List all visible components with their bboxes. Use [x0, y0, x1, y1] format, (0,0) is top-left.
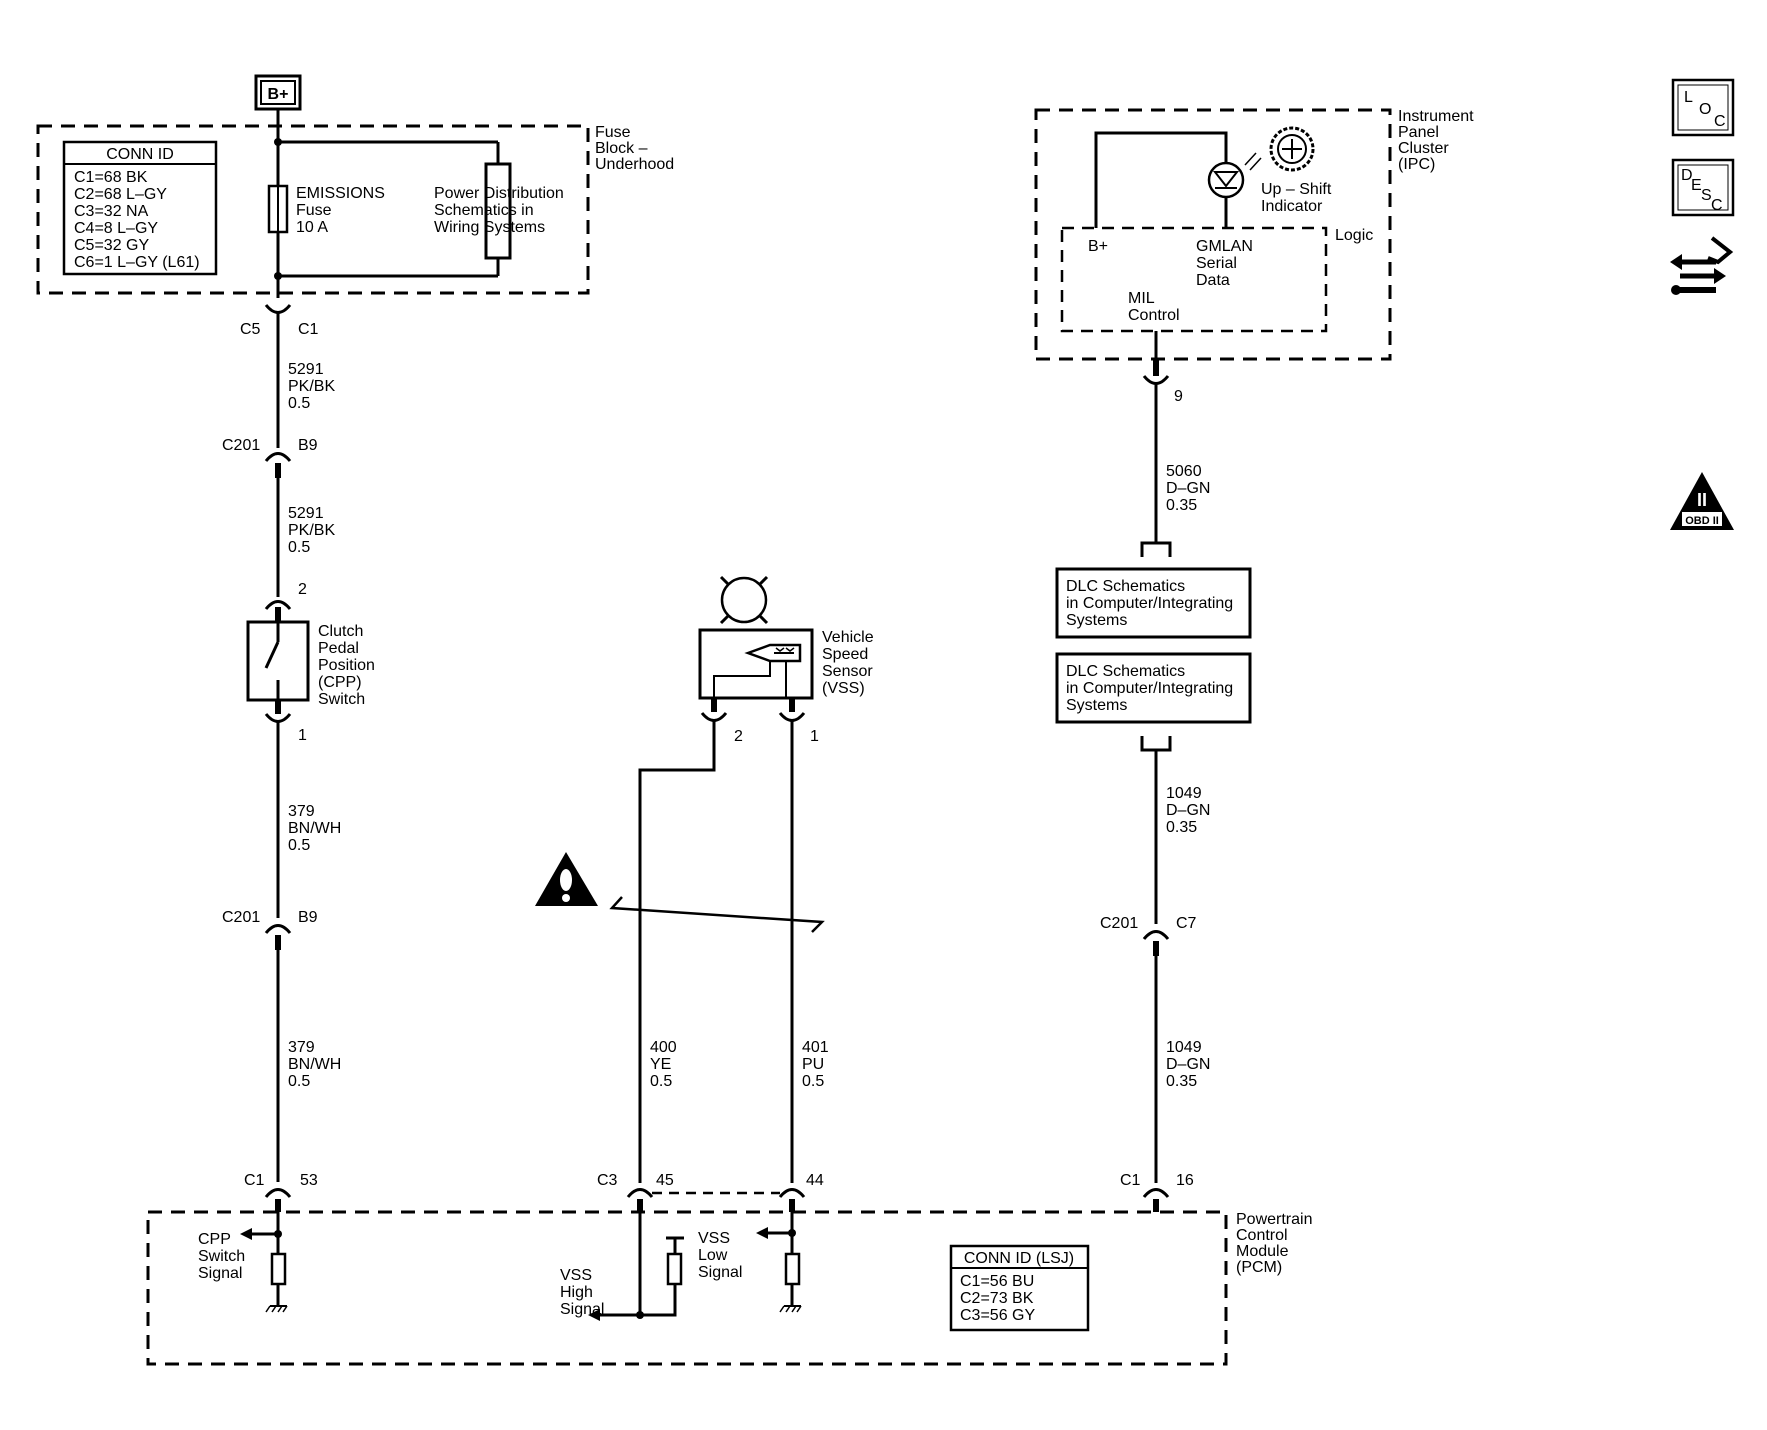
vehicle-speed-sensor: Vehicle Speed Sensor (VSS): [698, 628, 878, 700]
vss-label: Vehicle Speed Sensor (VSS): [822, 629, 878, 697]
svg-text:53: 53: [300, 1172, 318, 1189]
svg-text:44: 44: [806, 1172, 824, 1189]
vss-low-signal-input: VSS Low Signal: [698, 1212, 802, 1313]
powertrain-control-module: Powertrain Control Module (PCM) CPP Swit…: [146, 1210, 1317, 1366]
vss-low-signal-label: VSS Low Signal: [698, 1230, 742, 1281]
svg-text:DLC Schematics in Comp: DLC Schematics in Computer/Integrating S…: [1066, 578, 1238, 629]
description-view-icon[interactable]: D E S C: [1671, 158, 1735, 217]
wire-1049-lower-label: 1049 D–GN 0.35: [1166, 1039, 1215, 1090]
dlc-reference-upper: DLC Schematics in Computer/Integrating S…: [1055, 567, 1252, 639]
obd-ii-icon[interactable]: II OBD II: [1670, 472, 1734, 530]
vss-high-signal-input: VSS High Signal: [560, 1212, 684, 1321]
twisted-pair-indicator: [609, 896, 825, 933]
up-shift-indicator-label: Up – Shift Indicator: [1261, 181, 1336, 215]
fuse-block-conn-id-table: CONN ID C1=68 BK C2=68 L–GY C3=32 NA C4=…: [62, 140, 218, 276]
svg-text:C1: C1: [1120, 1172, 1141, 1189]
power-distribution-reference: Power Distribution Schematics in Wiring …: [434, 142, 568, 276]
fuse-block-underhood: Fuse Block – Underhood CONN ID C1=68 BK …: [36, 109, 674, 298]
svg-text:E: E: [1691, 177, 1702, 194]
cpp-switch-signal-input: CPP Switch Signal: [198, 1212, 288, 1313]
ipc-title: Instrument Panel Cluster (IPC): [1398, 108, 1478, 173]
emissions-fuse: EMISSIONS Fuse 10 A: [267, 184, 389, 236]
gmlan-serial-data-label: GMLAN Serial Data: [1196, 238, 1257, 289]
vss-circuit: Vehicle Speed Sensor (VSS) 2 1 400 YE 0.…: [535, 575, 878, 1212]
bplus-label: B+: [268, 86, 289, 103]
svg-text:O: O: [1699, 101, 1711, 118]
service-engine-icon: [1269, 126, 1315, 172]
wire-400-label: 400 YE 0.5: [650, 1039, 681, 1090]
fuse-block-title: Fuse Block – Underhood: [595, 124, 674, 173]
power-distribution-label: Power Distribution Schematics in Wiring …: [434, 185, 568, 236]
svg-text:C: C: [1711, 197, 1723, 214]
svg-text:2: 2: [734, 728, 743, 745]
svg-text:B9: B9: [298, 909, 318, 926]
component-location-icon: [719, 575, 769, 625]
svg-text:C: C: [1714, 113, 1726, 130]
wire-379-upper-label: 379 BN/WH 0.5: [288, 803, 346, 854]
svg-text:C201: C201: [222, 437, 260, 454]
svg-text:C5: C5: [240, 321, 261, 338]
cpp-circuit: C5 C1 5291 PK/BK 0.5 C201 B9 5291 PK/BK …: [222, 304, 379, 1212]
wire-5291-lower-label: 5291 PK/BK 0.5: [288, 505, 340, 556]
emissions-fuse-label: EMISSIONS Fuse 10 A: [296, 185, 389, 236]
svg-text:B9: B9: [298, 437, 318, 454]
pcm-conn-id-table: CONN ID (LSJ) C1=56 BU C2=73 BK C3=56 GY: [949, 1244, 1090, 1332]
svg-text:S: S: [1701, 187, 1712, 204]
svg-text:9: 9: [1174, 388, 1183, 405]
svg-text:C7: C7: [1176, 915, 1197, 932]
connector-c201-b9-upper: [264, 452, 292, 462]
location-view-icon[interactable]: L O C: [1671, 78, 1735, 137]
svg-text:DLC Schematics in Comp: DLC Schematics in Computer/Integrating S…: [1066, 663, 1238, 714]
svg-text:45: 45: [656, 1172, 674, 1189]
wire-1049-upper-label: 1049 D–GN 0.35: [1166, 785, 1215, 836]
pcm-conn-ids: C1=56 BU C2=73 BK C3=56 GY: [960, 1273, 1039, 1324]
clutch-pedal-position-switch: Clutch Pedal Position (CPP) Switch: [246, 620, 379, 708]
pcm-title: Powertrain Control Module (PCM): [1236, 1211, 1317, 1276]
gmlan-circuit: 9 5060 D–GN 0.35 DLC Schematics in Compu…: [1055, 331, 1252, 1212]
instrument-panel-cluster: Instrument Panel Cluster (IPC) Up – Shif…: [1034, 108, 1478, 361]
svg-text:C201: C201: [222, 909, 260, 926]
svg-text:II: II: [1697, 490, 1707, 510]
mil-control-label: MIL Control: [1128, 290, 1180, 324]
connector-c5-c1: [264, 304, 292, 314]
svg-text:C3: C3: [597, 1172, 618, 1189]
fuse-block-conn-ids: C1=68 BK C2=68 L–GY C3=32 NA C4=8 L–GY C…: [74, 169, 200, 271]
svg-text:B+: B+: [1088, 238, 1108, 255]
wire-5060-label: 5060 D–GN 0.35: [1166, 463, 1215, 514]
svg-text:C201: C201: [1100, 915, 1138, 932]
svg-text:1: 1: [810, 728, 819, 745]
svg-text:C1: C1: [298, 321, 319, 338]
wire-5291-upper-label: 5291 PK/BK 0.5: [288, 361, 340, 412]
wire-379-lower-label: 379 BN/WH 0.5: [288, 1039, 346, 1090]
svg-text:16: 16: [1176, 1172, 1194, 1189]
svg-text:C1: C1: [244, 1172, 265, 1189]
wire-401-label: 401 PU 0.5: [802, 1039, 833, 1090]
dlc-reference-lower: DLC Schematics in Computer/Integrating S…: [1055, 652, 1252, 724]
vss-high-signal-label: VSS High Signal: [560, 1267, 604, 1318]
connector-c201-c7: [1142, 930, 1170, 940]
cpp-switch-label: Clutch Pedal Position (CPP) Switch: [318, 623, 379, 708]
caution-icon: [535, 852, 598, 906]
diagnostic-procedure-icon[interactable]: [1670, 236, 1734, 295]
cpp-signal-label: CPP Switch Signal: [198, 1231, 250, 1282]
svg-text:2: 2: [298, 581, 307, 598]
battery-positive-source: B+: [254, 74, 302, 111]
svg-text:1: 1: [298, 727, 307, 744]
svg-text:CONN ID (LSJ): CONN ID (LSJ): [964, 1250, 1074, 1267]
wire-400-ye: [638, 721, 716, 1183]
svg-text:Logic: Logic: [1335, 227, 1373, 244]
svg-text:L: L: [1684, 89, 1693, 106]
svg-text:CONN ID: CONN ID: [106, 146, 174, 163]
up-shift-indicator-lamp: [1207, 152, 1262, 199]
svg-text:OBD II: OBD II: [1685, 515, 1719, 527]
svg-text:D: D: [1681, 167, 1693, 184]
connector-c201-b9-lower: [264, 924, 292, 934]
